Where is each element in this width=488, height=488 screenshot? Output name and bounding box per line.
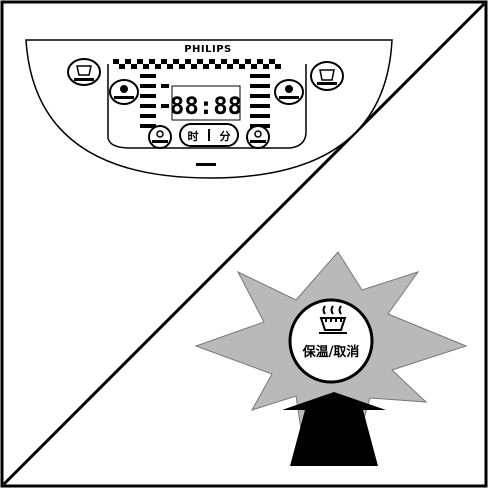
callout: 保温/取消 [194, 251, 468, 466]
lcd-display [171, 85, 241, 121]
panel-keep-warm-button[interactable] [67, 58, 101, 86]
left-menu-markers [140, 74, 169, 128]
keep-warm-cancel-label: 保温/取消 [302, 344, 360, 360]
keep-warm-cancel-button[interactable]: 保温/取消 [288, 298, 374, 384]
pot-icon [76, 65, 92, 76]
lcd-digits: 88:88 [170, 92, 242, 120]
panel-cancel-button[interactable] [246, 125, 270, 149]
dial-icon [120, 85, 128, 93]
pot-icon [319, 69, 335, 81]
panel-start-button[interactable] [310, 61, 344, 91]
press-arrow [282, 392, 386, 466]
pot-steam-icon [319, 305, 347, 334]
clock-icon [156, 130, 164, 138]
flame-icon [285, 85, 293, 93]
clock-icon [254, 130, 262, 138]
panel-cooking-button[interactable] [274, 79, 304, 105]
control-panel: PHILIPS [25, 39, 393, 179]
timer-control[interactable]: 时 分 [179, 123, 239, 147]
timer-minute-label: 分 [220, 129, 231, 143]
panel-preset-button[interactable] [148, 125, 172, 149]
brand-logo: PHILIPS [184, 44, 232, 55]
display-frame [107, 64, 307, 149]
panel-slot [196, 163, 216, 166]
panel-menu-button[interactable] [109, 79, 139, 105]
checker-strip [113, 59, 281, 69]
timer-hour-label: 时 [188, 129, 199, 143]
